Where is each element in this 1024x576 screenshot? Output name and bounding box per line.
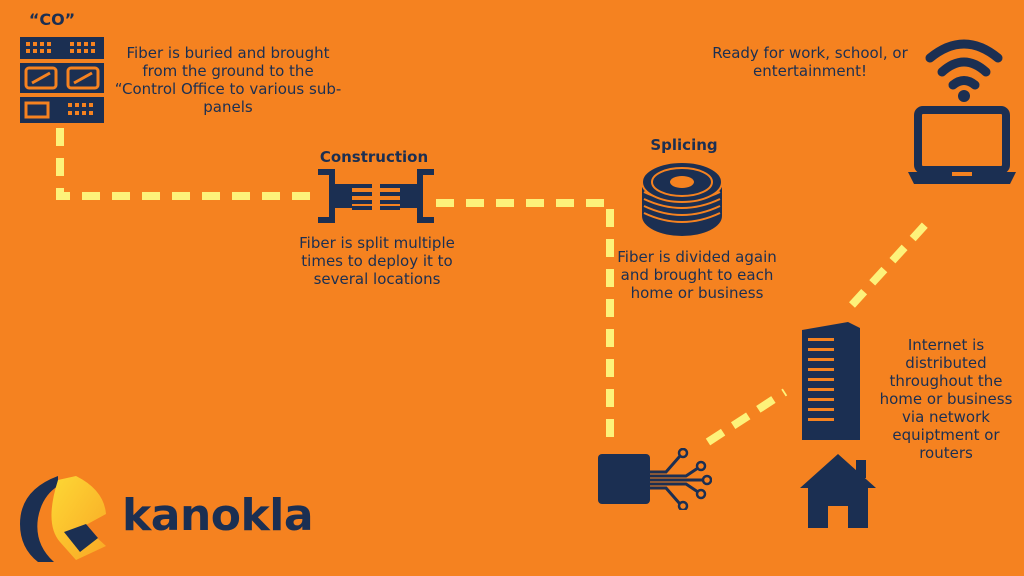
house-icon [800,454,876,528]
fiber-connector-icon [318,169,434,223]
kanokla-logo-icon [20,476,106,562]
laptop-icon [908,106,1016,184]
network-tower-icon [802,322,860,440]
ready-description: Ready for work, school, or entertainment… [712,44,908,80]
co-description: Fiber is buried and brought from the gro… [114,44,342,116]
fiber-path-co-to-construction [56,128,318,200]
fiber-path-construction-to-terminal [436,199,614,445]
splicing-title: Splicing [650,136,718,154]
co-title: “CO” [28,10,76,29]
fiber-path-terminal-to-tower [705,388,788,446]
wifi-icon [925,39,1003,102]
splicing-description: Fiber is divided again and brought to ea… [617,248,777,302]
construction-title: Construction [319,148,429,166]
brand-name: kanokla [122,490,314,541]
internet-description: Internet is distributed throughout the h… [879,336,1013,462]
construction-description: Fiber is split multiple times to deploy … [299,234,455,288]
server-rack-icon [20,37,104,123]
fiber-terminal-icon [598,448,712,510]
cable-spool-icon [641,161,723,236]
fiber-path-tower-to-laptop [849,222,928,308]
